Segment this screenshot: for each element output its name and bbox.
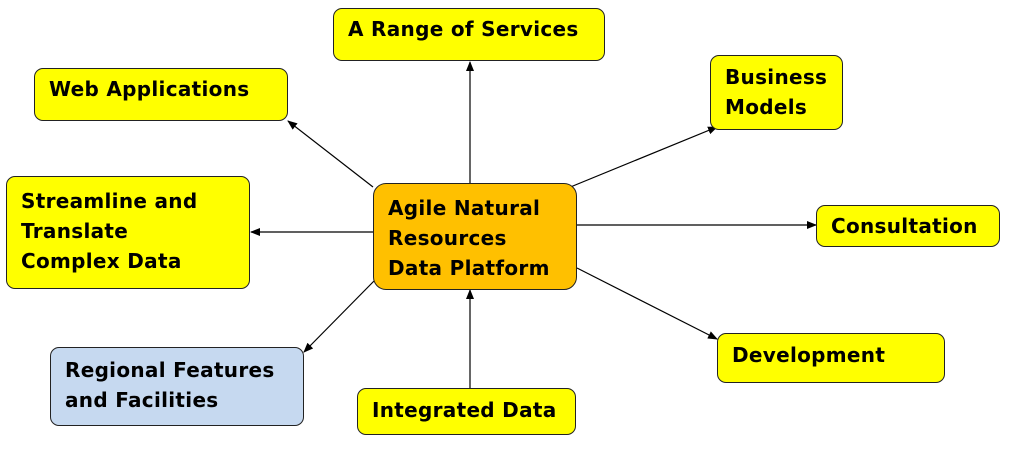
node-streamline-line-2: Translate: [21, 219, 129, 243]
arrow-to-web-applications: [287, 120, 374, 188]
node-business-models-line-2: Models: [725, 95, 808, 119]
node-integrated-data-label: Integrated Data: [372, 398, 557, 422]
arrow-to-development: [576, 267, 718, 340]
node-streamline-translate-complex-data: Streamline and Translate Complex Data: [6, 176, 250, 289]
center-node-line-1: Agile Natural: [388, 196, 541, 220]
node-regional-features-and-facilities: Regional Features and Facilities: [50, 347, 304, 426]
node-consultation: Consultation: [816, 205, 1000, 247]
node-range-of-services: A Range of Services: [333, 8, 605, 61]
node-streamline-line-1: Streamline and: [21, 189, 198, 213]
node-streamline-line-3: Complex Data: [21, 249, 182, 273]
node-regional-line-1: Regional Features: [65, 358, 275, 382]
node-development: Development: [717, 333, 945, 383]
node-web-applications-label: Web Applications: [49, 77, 250, 101]
center-node-line-3: Data Platform: [388, 256, 550, 280]
node-development-label: Development: [732, 343, 886, 367]
node-regional-line-2: and Facilities: [65, 388, 219, 412]
arrow-to-business-models: [567, 126, 718, 189]
center-node-line-2: Resources: [388, 226, 507, 250]
arrow-to-regional: [303, 280, 375, 353]
node-consultation-label: Consultation: [831, 214, 978, 238]
node-business-models-line-1: Business: [725, 65, 828, 89]
node-business-models: Business Models: [710, 55, 843, 130]
node-range-of-services-label: A Range of Services: [348, 17, 579, 41]
node-web-applications: Web Applications: [34, 68, 288, 121]
center-node-agile-natural-resources-data-platform: Agile Natural Resources Data Platform: [373, 183, 577, 290]
node-integrated-data: Integrated Data: [357, 388, 576, 435]
